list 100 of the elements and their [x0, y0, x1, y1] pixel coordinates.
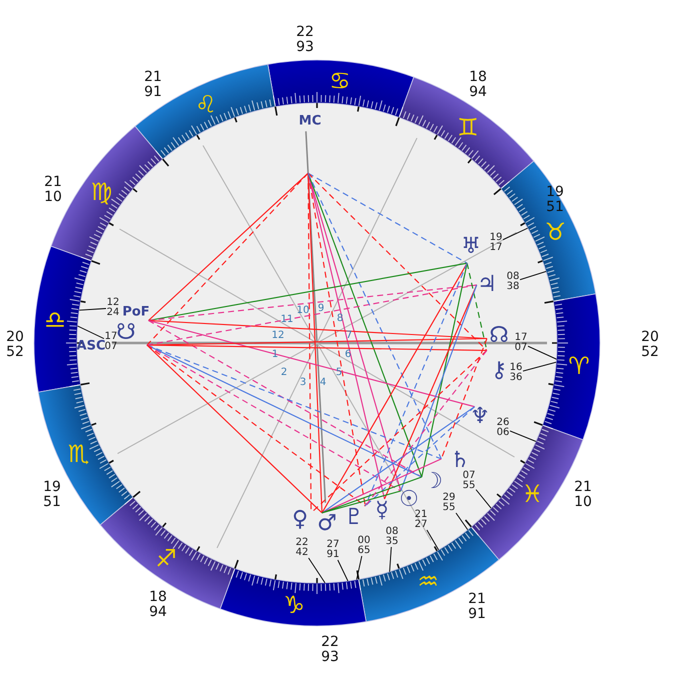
zodiac-sign-segment	[542, 293, 600, 440]
aspect-line	[146, 344, 442, 460]
house-number: 7	[346, 331, 352, 341]
zodiac-sign-glyph: ♒	[417, 567, 439, 596]
leader-line	[337, 560, 348, 582]
leader-line	[510, 430, 536, 442]
aspect-line	[308, 173, 366, 506]
aspect-line	[147, 344, 487, 351]
degree-number: 21 10	[574, 480, 592, 510]
planet-glyph: ♀	[292, 509, 308, 531]
angle-point-label: ASC	[76, 340, 106, 352]
leader-line	[389, 546, 392, 572]
aspect-line	[148, 320, 422, 478]
degree-number: 22 93	[321, 635, 339, 665]
degree-label: 19 17	[489, 233, 503, 253]
aspect-line	[146, 344, 366, 506]
aspect-line	[146, 344, 322, 514]
aspect-line	[308, 173, 386, 500]
leader-line	[426, 530, 440, 550]
degree-label: 16 36	[509, 363, 523, 383]
zodiac-sign-glyph: ♉	[544, 218, 566, 246]
degree-label: 00 65	[357, 536, 371, 556]
house-number: 10	[296, 306, 310, 316]
degree-number: 18 94	[469, 70, 487, 100]
zodiac-sign-segment	[38, 384, 134, 526]
node-glyph: ☋	[116, 322, 136, 344]
planet-glyph: ♂	[317, 513, 337, 535]
aspect-line	[308, 173, 402, 492]
planet-glyph: ♅	[461, 236, 481, 258]
degree-label: 07 55	[462, 471, 476, 491]
house-number: 2	[280, 368, 288, 378]
degree-label: 17 07	[514, 333, 528, 353]
aspect-line	[364, 350, 488, 506]
leader-line	[520, 270, 547, 280]
zodiac-sign-glyph: ♐	[155, 544, 177, 572]
degree-label: 08 35	[385, 527, 399, 547]
planet-glyph: ☽	[423, 471, 443, 493]
aspect-line	[400, 284, 478, 492]
aspect-line	[146, 284, 477, 346]
degree-number: 21 91	[468, 592, 486, 622]
degree-label: 08 38	[506, 272, 520, 292]
zodiac-sign-glyph: ♊	[457, 114, 479, 142]
leader-line	[522, 362, 557, 372]
node-glyph: ☊	[489, 325, 509, 347]
degree-number: 19 51	[43, 480, 61, 510]
aspect-line	[308, 172, 468, 264]
zodiac-sign-segment	[358, 526, 500, 622]
degree-number: 20 52	[6, 330, 24, 360]
leader-line	[78, 308, 106, 311]
planet-glyph: ♇	[344, 507, 364, 529]
degree-label: 17 07	[104, 332, 118, 352]
aspect-line	[322, 476, 422, 514]
aspect-line	[384, 284, 478, 500]
leader-line	[456, 512, 468, 530]
degree-label: 12 24	[106, 298, 120, 318]
zodiac-sign-segment	[220, 568, 367, 626]
aspect-line	[421, 263, 468, 478]
zodiac-sign-glyph: ♈	[568, 352, 590, 380]
aspect-line	[148, 320, 475, 408]
zodiac-sign-segment	[134, 64, 276, 160]
aspect-line	[322, 406, 475, 514]
angle-point-label: MC	[298, 114, 322, 128]
planet-glyph: ♃	[477, 274, 497, 296]
point-label: PoF	[122, 306, 150, 318]
aspect-line	[364, 406, 475, 506]
degree-label: 27 91	[326, 540, 340, 560]
aspect-line	[322, 458, 442, 514]
degree-label: 21 27	[414, 510, 428, 530]
degree-label: 22 42	[295, 538, 309, 558]
aspect-line	[308, 172, 442, 460]
asteroid-glyph: ⚷	[490, 360, 508, 382]
zodiac-sign-segment	[500, 160, 596, 302]
aspect-line	[440, 338, 488, 460]
house-number: 12	[272, 331, 284, 341]
aspect-line	[364, 262, 468, 506]
planet-glyph: ☿	[375, 500, 389, 522]
leader-line	[476, 489, 492, 509]
degree-number: 18 94	[149, 590, 167, 620]
leader-line	[502, 228, 528, 240]
aspect-line	[148, 262, 468, 322]
house-number: 9	[318, 304, 324, 314]
zodiac-sign-glyph: ♑	[283, 591, 305, 619]
zodiac-sign-glyph: ♌	[195, 90, 217, 119]
zodiac-sign-glyph: ♍	[90, 178, 112, 206]
degree-label: 26 06	[496, 418, 510, 438]
planet-glyph: ☉	[399, 489, 419, 511]
aspect-line	[308, 173, 422, 478]
zodiac-sign-glyph: ♓	[522, 480, 544, 508]
degree-number: 21 10	[44, 175, 62, 205]
house-number: 4	[320, 378, 326, 388]
degree-number: 22 93	[296, 25, 314, 55]
planet-glyph: ♆	[470, 406, 490, 428]
planet-glyph: ♄	[450, 450, 470, 472]
degree-number: 20 52	[641, 330, 659, 360]
leader-line	[77, 326, 104, 340]
aspect-line	[322, 490, 401, 514]
aspect-line	[310, 350, 488, 514]
aspect-line	[322, 262, 468, 514]
leader-line	[528, 346, 557, 360]
zodiac-sign-glyph: ♎	[44, 306, 66, 334]
